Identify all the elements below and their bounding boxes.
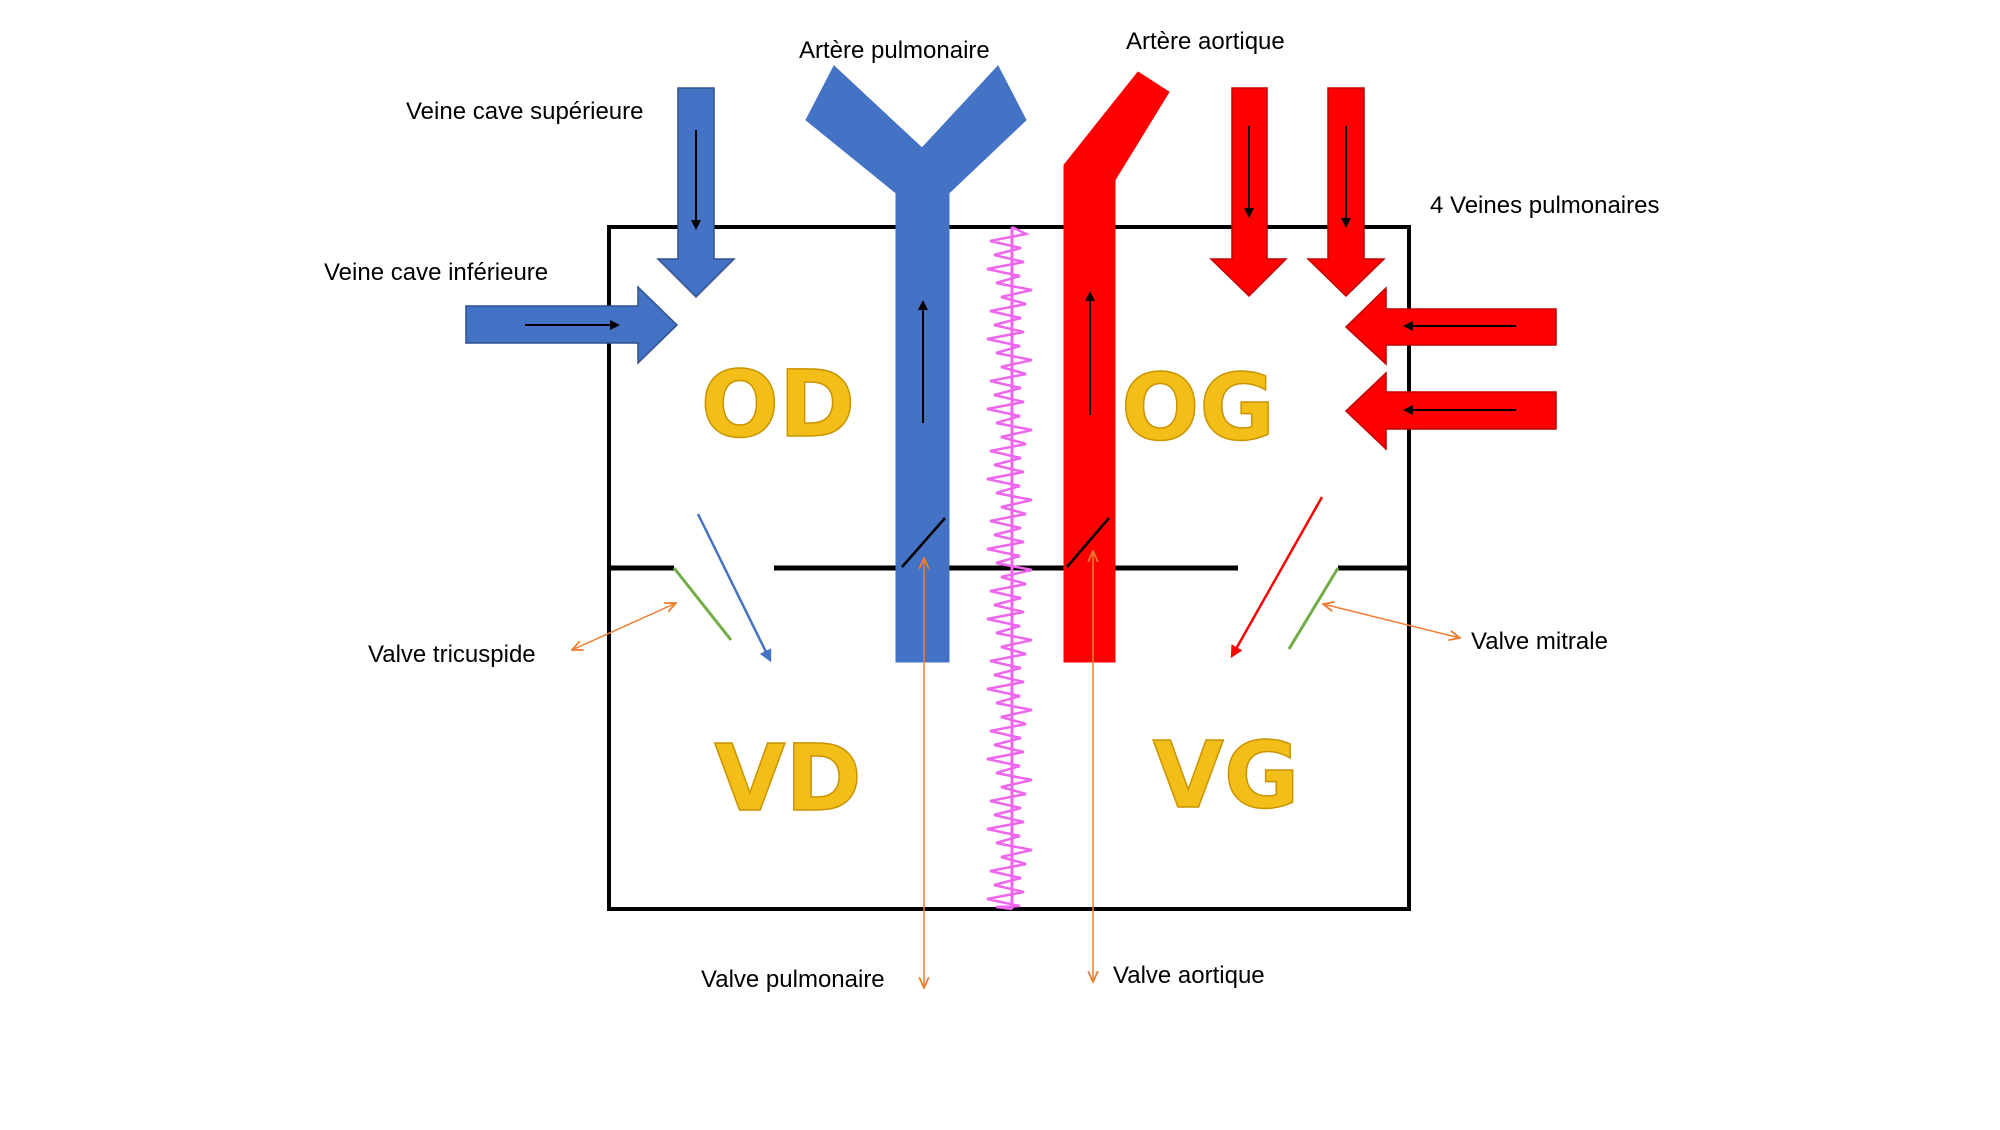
- mitral-pointer: [1323, 604, 1460, 638]
- label-valve-tricuspide: Valve tricuspide: [368, 641, 536, 668]
- label-valve-mitrale: Valve mitrale: [1471, 628, 1608, 655]
- pulmonary-valve-leaflet: [901, 517, 946, 568]
- label-artere-aortique: Artère aortique: [1126, 28, 1285, 55]
- label-valve-pulmonaire: Valve pulmonaire: [701, 966, 885, 993]
- label-artere-pulmonaire: Artère pulmonaire: [799, 37, 990, 64]
- label-veine-cave-superieure: Veine cave supérieure: [406, 98, 644, 125]
- label-veines-pulmonaires: 4 Veines pulmonaires: [1430, 192, 1659, 219]
- chamber-og: OG: [1121, 354, 1275, 461]
- tricuspid-pointer: [572, 603, 676, 650]
- mitral-valve-leaflet: [1287, 567, 1340, 650]
- chamber-od: OD: [701, 351, 856, 458]
- aorta: [1063, 71, 1170, 663]
- tricuspid-valve-leaflet: [672, 567, 733, 641]
- aortic-valve-leaflet: [1066, 517, 1110, 568]
- chamber-vg: VG: [1153, 722, 1300, 829]
- label-valve-aortique: Valve aortique: [1113, 962, 1265, 989]
- pulmonary-artery: [805, 65, 1027, 663]
- label-veine-cave-inferieure: Veine cave inférieure: [324, 259, 548, 286]
- right-av-flow-arrow: [696, 513, 772, 663]
- left-av-flow-arrow: [1230, 496, 1324, 659]
- chamber-vd: VD: [714, 725, 862, 832]
- septum-zigzag: [986, 225, 1033, 911]
